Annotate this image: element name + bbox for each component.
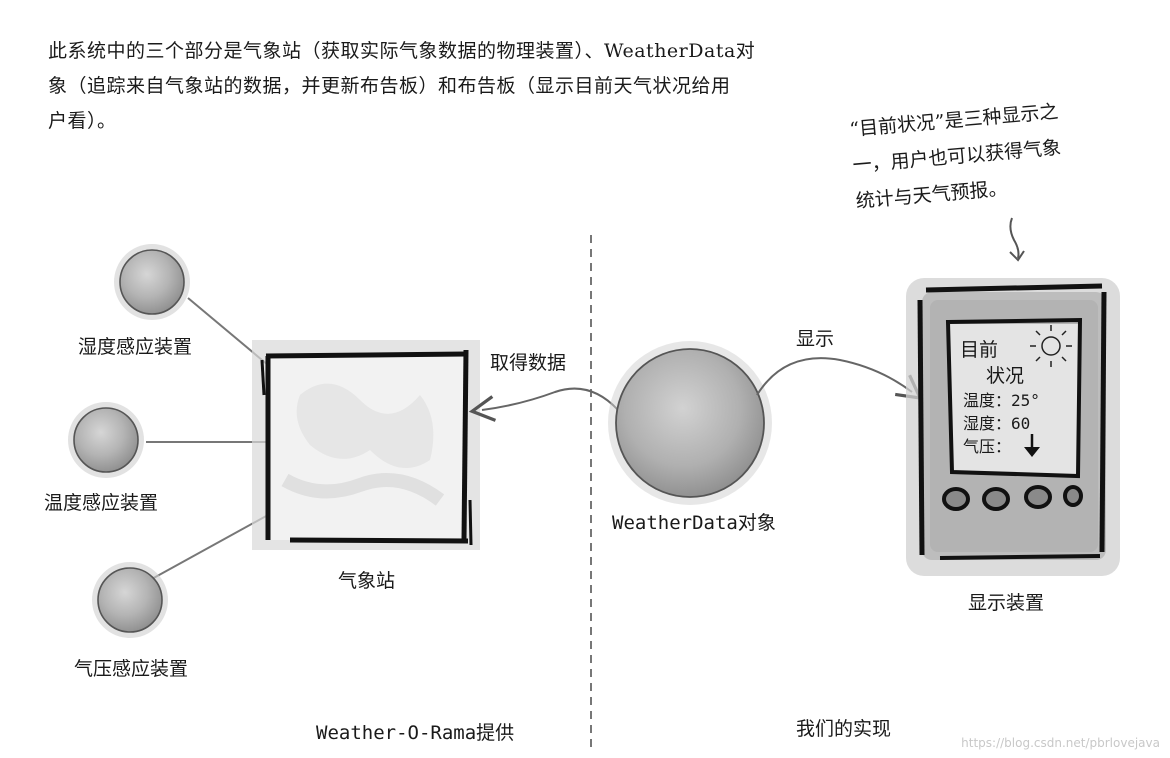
weather-station-box [252, 340, 480, 550]
our-implementation-label: 我们的实现 [796, 718, 892, 740]
watermark: https://blog.csdn.net/pbrlovejava [961, 736, 1160, 750]
temperature-sensor-label: 温度感应装置 [44, 492, 159, 514]
intro-line-2: 象（追踪来自气象站的数据，并更新布告板）和布告板（显示目前天气状况给用 [48, 75, 731, 97]
weatherdata-object-label: WeatherData对象 [612, 512, 776, 534]
pressure-down-arrow-icon [1024, 434, 1040, 457]
humidity-sensor-label: 湿度感应装置 [78, 336, 193, 358]
sun-icon [1030, 325, 1072, 367]
temperature-sensor [68, 402, 144, 478]
weatherdata-object [608, 341, 772, 505]
intro-line-1: 此系统中的三个部分是气象站（获取实际气象数据的物理装置）、WeatherData… [48, 40, 756, 62]
weather-station-label: 气象站 [338, 570, 396, 592]
provider-label: Weather-O-Rama提供 [316, 722, 515, 744]
display-arrow [756, 357, 923, 401]
device-button-3 [1024, 485, 1052, 509]
display-arrow-label: 显示 [796, 328, 835, 350]
pull-data-label: 取得数据 [490, 352, 567, 374]
screen-pressure: 气压： [963, 437, 1012, 456]
screen-title-line-2: 状况 [986, 365, 1025, 387]
device-screen [945, 317, 1083, 479]
display-device-label: 显示装置 [968, 592, 1045, 614]
device-button-2 [982, 487, 1010, 511]
device-button-4 [1063, 485, 1083, 507]
device-button-1 [942, 487, 970, 511]
pull-data-arrow [468, 387, 619, 422]
intro-line-3: 户看）。 [48, 110, 117, 132]
note-pointer-arrow [1009, 217, 1020, 259]
screen-temperature: 温度：25° [963, 391, 1040, 410]
pressure-sensor [92, 562, 168, 638]
pressure-sensor-label: 气压感应装置 [74, 658, 189, 680]
display-device [906, 278, 1120, 576]
intro-paragraph: 此系统中的三个部分是气象站（获取实际气象数据的物理装置）、WeatherData… [48, 34, 878, 139]
screen-humidity: 湿度：60 [963, 414, 1031, 433]
humidity-sensor [114, 244, 190, 320]
pressure-sensor-line [149, 514, 269, 581]
screen-title-line-1: 目前 [960, 339, 999, 361]
